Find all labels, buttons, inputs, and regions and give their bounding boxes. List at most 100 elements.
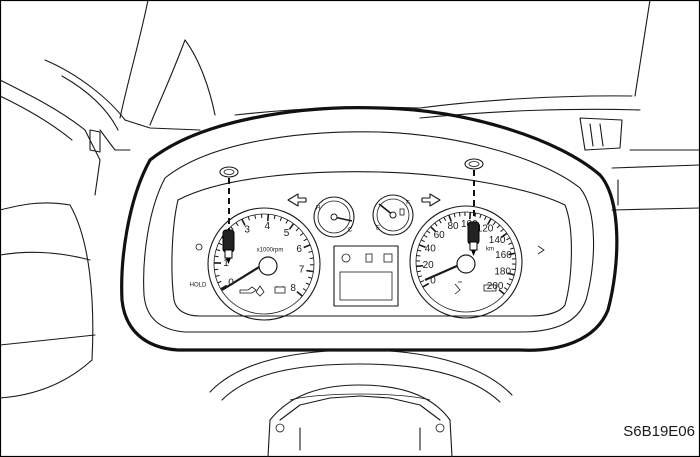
tach-scale-label: 6 [296, 244, 302, 255]
spd-tick [508, 252, 516, 256]
spd-tick [434, 222, 438, 227]
spd-tick [486, 218, 492, 226]
speedometer-hub [456, 254, 476, 274]
spd-tick [496, 224, 501, 229]
tach-tick [285, 219, 289, 224]
battery-icon [274, 286, 286, 294]
tach-tick [306, 269, 314, 273]
right-indicator-lamp [537, 245, 545, 255]
tach-tick [279, 217, 283, 222]
spd-tick [453, 213, 456, 218]
spd-tick [507, 272, 515, 276]
spd-scale-label: 180 [494, 266, 511, 277]
spd-tick [511, 268, 516, 271]
spd-tick [498, 289, 505, 295]
center-display [333, 245, 399, 307]
spd-scale-label: 200 [487, 281, 504, 292]
spd-tick [420, 239, 425, 243]
spd-tick [492, 221, 496, 226]
temperature-high-label: H [316, 206, 320, 212]
spd-tick [506, 282, 511, 286]
tachometer-needle [221, 263, 265, 291]
tach-tick [220, 284, 228, 290]
hold-indicator: HOLD [190, 283, 207, 289]
turn-left-arrow-icon [287, 193, 307, 207]
spd-tick [443, 216, 447, 221]
fuel-empty-label: E [376, 226, 380, 232]
tachometer-unit: x1000rpm [257, 248, 284, 254]
tach-scale-label: 3 [244, 225, 250, 236]
odo-button [483, 284, 497, 292]
tach-tick [235, 222, 239, 227]
fuel-pump-icon [399, 208, 405, 216]
fuel-full-label: F [406, 201, 410, 207]
cluster-housing [120, 106, 619, 352]
tach-tick [266, 214, 270, 222]
seatbelt-icon [454, 281, 462, 295]
temperature-gauge: H C [313, 196, 355, 238]
spd-tick [500, 232, 508, 238]
screwdriver-icon [222, 229, 235, 264]
tach-tick [303, 244, 311, 249]
spd-tick [500, 228, 504, 233]
turn-right-arrow-icon [421, 193, 441, 207]
spd-tick [417, 249, 422, 252]
spd-tick [479, 214, 482, 219]
tach-tick [295, 227, 300, 232]
spd-scale-label: 20 [423, 260, 435, 271]
tach-tick [303, 238, 308, 242]
spd-tick [508, 278, 513, 281]
spd-tick [416, 264, 424, 268]
spd-tick [474, 212, 477, 217]
spd-scale-label: 0 [430, 276, 436, 287]
tach-tick [273, 215, 276, 220]
spd-tick [508, 242, 513, 245]
tach-tick [288, 223, 295, 230]
speedometer: 020406080100120140160180200 km [409, 205, 523, 319]
tach-tick [214, 255, 219, 258]
spd-scale-label: 60 [434, 230, 446, 241]
tach-tick [302, 288, 307, 292]
spd-tick [418, 244, 426, 249]
tach-scale-label: 1 [223, 258, 229, 269]
tach-tick [254, 214, 257, 219]
coolant-icon [255, 285, 265, 297]
tach-tick [230, 226, 234, 231]
spd-tick [430, 226, 437, 233]
screwdriver-icon-right [467, 221, 480, 256]
tachometer: 012345678 x1000rpm [207, 207, 321, 321]
speedometer-unit: km [486, 247, 494, 253]
spd-scale-label: 80 [447, 221, 459, 232]
spd-tick [448, 214, 453, 222]
spd-scale-label: 140 [489, 235, 506, 246]
spd-scale-label: 120 [477, 224, 494, 235]
spd-tick [416, 254, 421, 257]
spd-tick [420, 280, 425, 283]
dashboard-outline [0, 0, 700, 399]
spd-tick [426, 230, 431, 234]
tach-tick [308, 250, 313, 253]
spd-tick [418, 275, 423, 278]
left-indicator-lamp [195, 243, 203, 251]
screw-hole-right [464, 158, 484, 170]
temperature-low-label: C [348, 228, 353, 234]
spd-scale-label: 160 [495, 250, 512, 261]
spd-tick [422, 282, 430, 288]
tach-tick [215, 274, 220, 277]
spd-tick [438, 219, 442, 224]
spd-tick [484, 216, 487, 221]
tach-scale-label: 7 [299, 264, 305, 275]
tach-scale-label: 8 [290, 283, 296, 294]
tach-tick [247, 216, 250, 221]
tach-scale-label: 4 [265, 221, 271, 232]
tach-tick [296, 291, 303, 297]
figure-code: S6B19E06 [623, 423, 695, 440]
spd-tick [423, 234, 428, 238]
tach-tick [218, 242, 223, 246]
tach-tick [299, 232, 304, 236]
tach-tick [217, 280, 222, 284]
oil-icon [239, 286, 257, 294]
spd-tick [503, 287, 508, 291]
